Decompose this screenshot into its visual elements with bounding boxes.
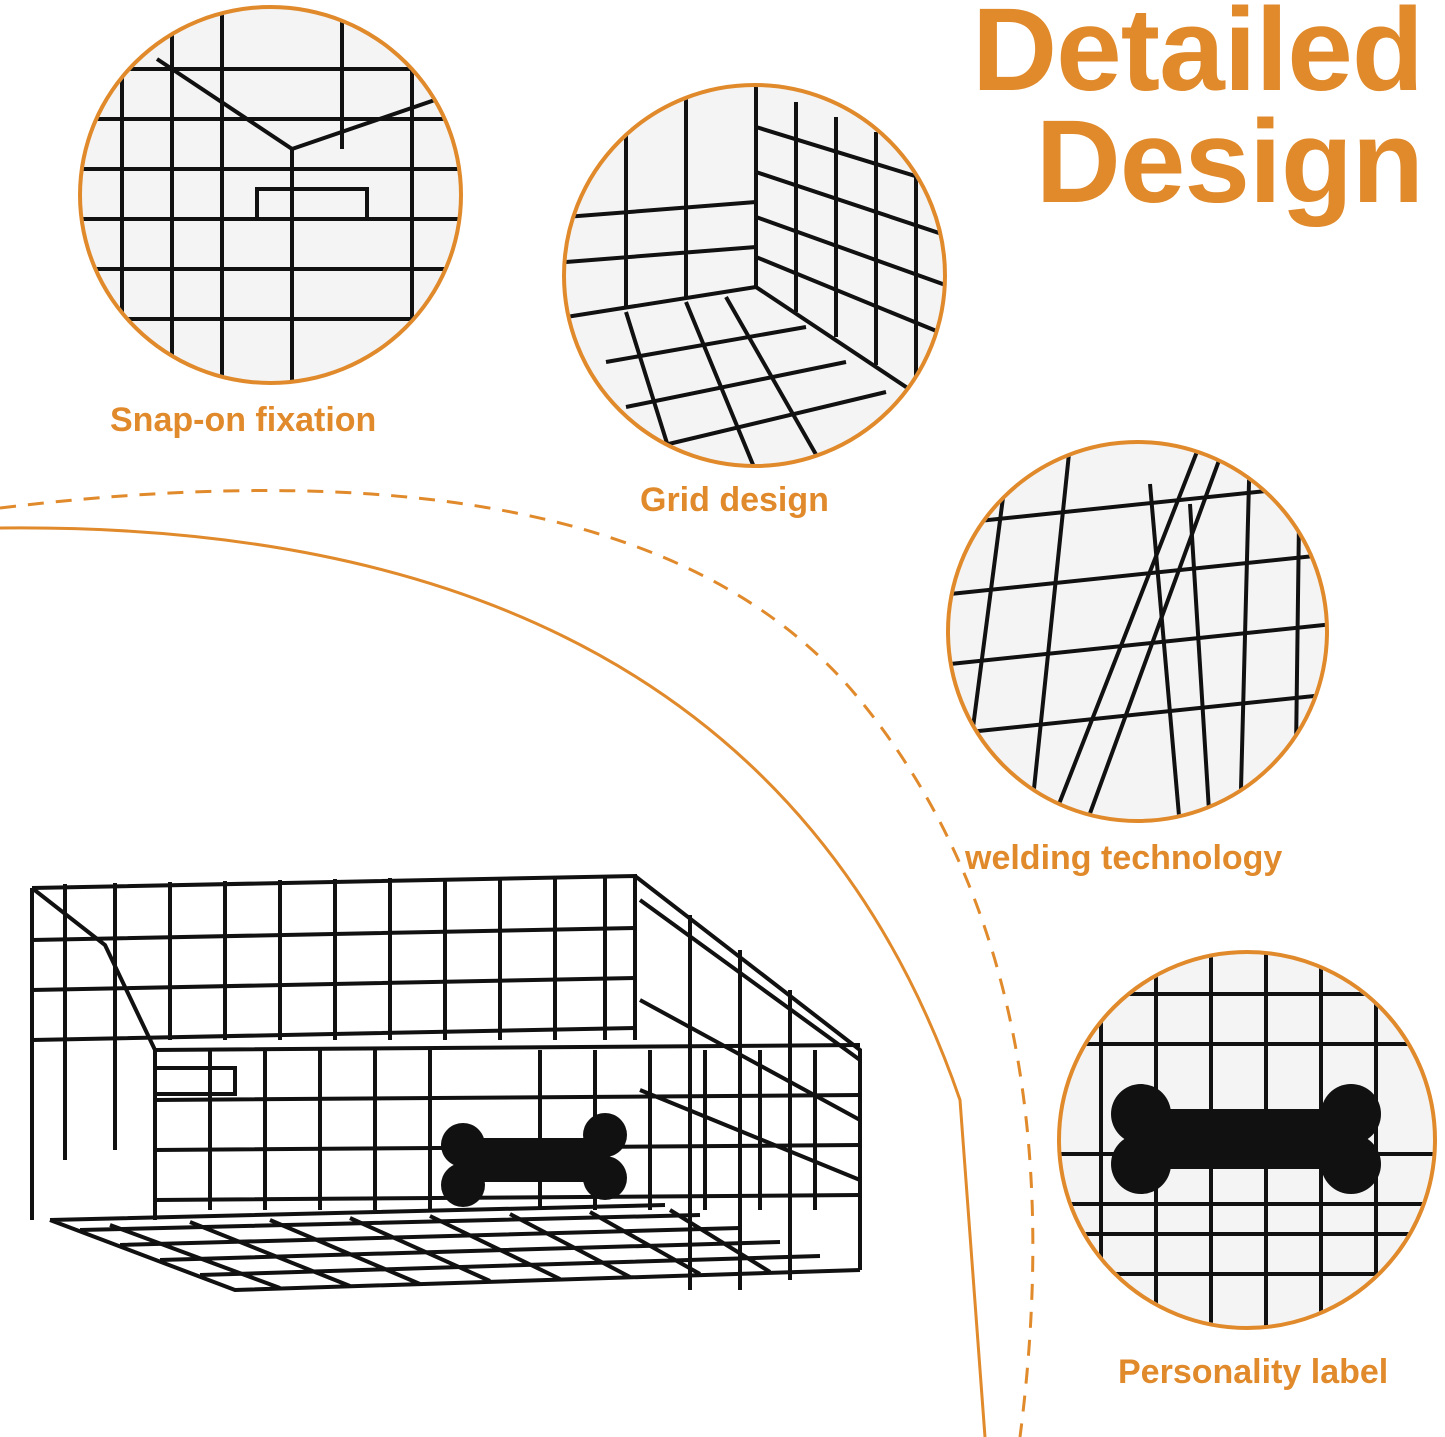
detail-circle-grid — [562, 83, 947, 468]
bone-icon — [1111, 1084, 1381, 1194]
caption-label: Personality label — [1118, 1353, 1389, 1391]
detail-circle-label — [1057, 950, 1437, 1330]
detail-circle-snap-on — [78, 5, 463, 385]
wire-basket-image — [20, 860, 880, 1420]
caption-welding: welding technology — [965, 839, 1283, 877]
welding-wire-illustration — [950, 444, 1325, 819]
grid-wire-illustration — [566, 87, 943, 464]
wire-basket-illustration — [30, 873, 862, 1293]
snap-on-wire-illustration — [82, 9, 459, 381]
caption-snap-on: Snap-on fixation — [110, 401, 377, 439]
title-line-2: Design — [1035, 96, 1424, 228]
page-title: Detailed Design — [863, 0, 1424, 228]
caption-grid: Grid design — [640, 481, 829, 519]
detail-circle-welding — [946, 440, 1329, 823]
bone-icon — [441, 1113, 627, 1207]
label-wire-illustration — [1061, 954, 1433, 1326]
title-line-1: Detailed — [971, 0, 1424, 116]
